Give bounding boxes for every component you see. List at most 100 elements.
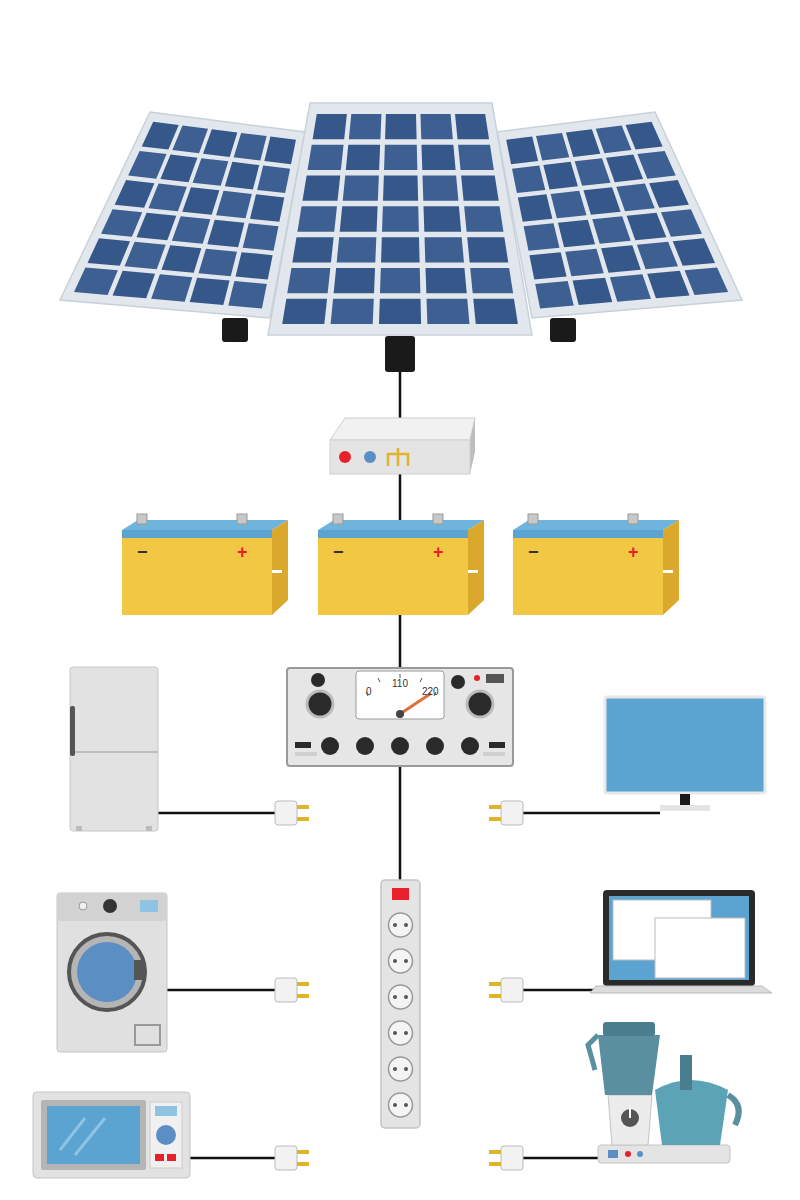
- solar-cell: [162, 245, 202, 272]
- solar-cell: [425, 237, 464, 262]
- solar-cell: [380, 268, 420, 293]
- laptop: [590, 986, 772, 993]
- food-processor: [621, 1109, 639, 1127]
- inverter: [426, 737, 444, 755]
- solar-cell: [115, 180, 155, 208]
- power-strip: [389, 913, 413, 1117]
- power-strip: [404, 1103, 408, 1107]
- inverter: [474, 675, 480, 681]
- washing-machine: [135, 1025, 160, 1045]
- microwave: [156, 1125, 176, 1145]
- microwave: [150, 1102, 182, 1168]
- inverter: [307, 691, 333, 717]
- inverter: [356, 671, 444, 719]
- solar-cell: [302, 176, 340, 201]
- microwave: [155, 1106, 177, 1116]
- solar-cell: [331, 299, 374, 324]
- solar-cell: [334, 268, 375, 293]
- microwave: [47, 1106, 140, 1164]
- power-strip: [381, 880, 420, 1128]
- battery: [333, 514, 343, 524]
- solar-cell: [234, 133, 267, 161]
- charge-controller: [470, 418, 475, 474]
- battery: [513, 514, 679, 615]
- solar-cell: [673, 238, 715, 266]
- inverter: [295, 752, 317, 756]
- microwave: [167, 1154, 176, 1161]
- solar-cell: [506, 137, 538, 165]
- washing-machine: [103, 899, 117, 913]
- solar-cell: [125, 242, 166, 270]
- solar-cell: [512, 165, 545, 193]
- plug: [275, 801, 523, 1170]
- power-strip: [389, 1057, 413, 1081]
- charge-controller: [339, 451, 351, 463]
- monitor: [605, 697, 765, 793]
- solar-cell: [88, 238, 131, 266]
- solar-cell: [426, 268, 467, 293]
- power-strip: [389, 1021, 413, 1045]
- solar-cell: [349, 114, 382, 139]
- solar-cell: [343, 176, 379, 201]
- solar-cell: [383, 176, 418, 201]
- battery: [318, 530, 468, 538]
- solar-cell: [182, 187, 219, 215]
- power-strip: [404, 1067, 408, 1071]
- inverter: [489, 742, 505, 748]
- refrigerator: [76, 826, 82, 831]
- battery: [468, 570, 478, 573]
- refrigerator: [70, 667, 158, 831]
- power-strip: [389, 1093, 413, 1117]
- solar-cell: [606, 155, 643, 183]
- gauge-scale-number: 220: [422, 687, 439, 697]
- battery: [663, 520, 679, 615]
- solar-cell: [113, 271, 156, 298]
- solar-cell: [292, 237, 333, 262]
- panel-mount: [550, 318, 576, 342]
- gauge-scale-number: 110: [392, 679, 408, 689]
- solar-cell: [464, 206, 503, 231]
- solar-cell: [592, 216, 630, 244]
- refrigerator: [146, 826, 152, 831]
- food-processor: [625, 1151, 631, 1157]
- power-strip: [404, 995, 408, 999]
- main-wire: [399, 615, 402, 668]
- battery: [122, 514, 679, 615]
- power-strip: [404, 923, 408, 927]
- charge-controller: [330, 418, 475, 474]
- solar-cell: [627, 213, 667, 241]
- laptop: [603, 890, 755, 986]
- appliance-wire: [158, 813, 660, 1158]
- solar-cell: [566, 129, 601, 157]
- solar-cell: [518, 194, 553, 222]
- food-processor: [588, 1022, 739, 1163]
- inverter: [461, 737, 479, 755]
- panel-mount: [385, 336, 415, 372]
- solar-cell: [470, 268, 513, 293]
- power-strip: [393, 995, 397, 999]
- power-strip: [393, 959, 397, 963]
- solar-cell: [420, 114, 452, 139]
- food-processor: [598, 1035, 660, 1095]
- solar-cell: [551, 191, 587, 219]
- solar-cell: [142, 122, 179, 150]
- battery: [513, 538, 663, 615]
- plug: [275, 978, 309, 1002]
- battery-terminal-sign: −: [137, 543, 148, 561]
- food-processor: [680, 1055, 692, 1090]
- microwave: [60, 1118, 105, 1155]
- plug: [297, 982, 309, 986]
- plug: [489, 1150, 501, 1154]
- solar-cell: [216, 191, 252, 219]
- solar-cell: [225, 162, 259, 190]
- laptop: [609, 896, 749, 980]
- panel-frame: [268, 103, 532, 335]
- laptop: [590, 890, 772, 993]
- refrigerator: [70, 667, 158, 831]
- solar-cell: [313, 114, 347, 139]
- solar-cell: [573, 278, 613, 305]
- solar-cell: [637, 151, 675, 179]
- solar-cell: [458, 145, 494, 170]
